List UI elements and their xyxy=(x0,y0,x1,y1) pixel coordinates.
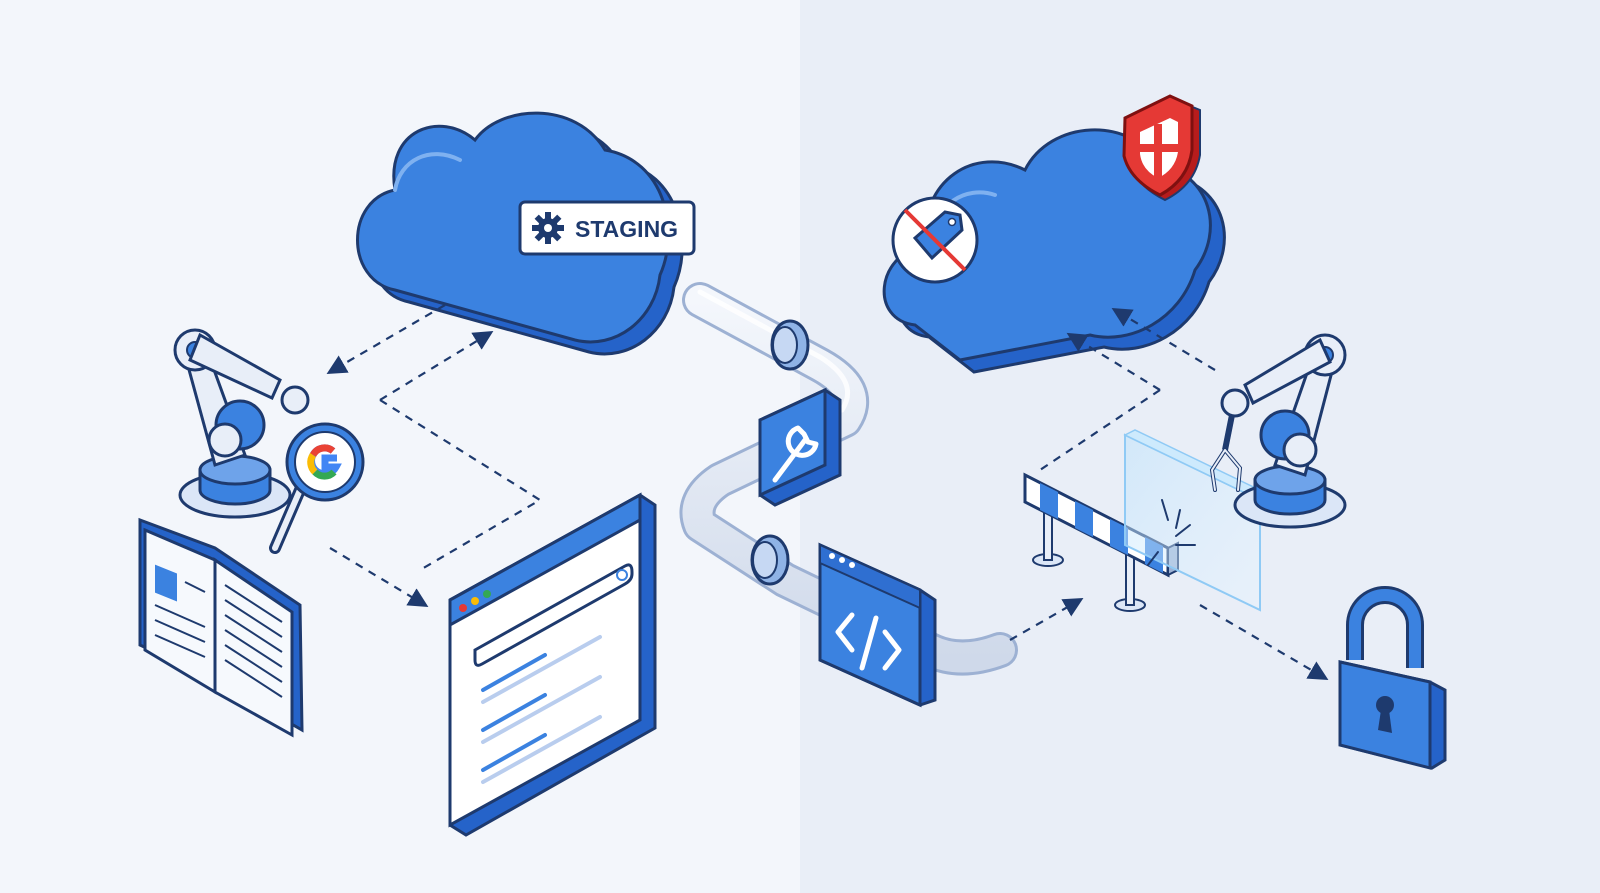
wrench-icon xyxy=(758,387,842,507)
left-panel-background xyxy=(0,0,800,893)
arrow-to-padlock xyxy=(1199,604,1329,680)
no-tag-icon xyxy=(891,196,979,284)
pipeline-icon xyxy=(679,282,1018,676)
pipe-coupler xyxy=(750,534,790,586)
staging-tag: STAGING xyxy=(518,200,696,256)
pipe-coupler xyxy=(770,319,810,371)
arrow-loop-right xyxy=(1039,389,1161,471)
gear-icon xyxy=(532,212,564,244)
staging-tag-label: STAGING xyxy=(575,216,678,242)
arrow-robot-to-cloud xyxy=(1111,307,1216,371)
code-window-icon xyxy=(818,542,937,708)
arrow-book-to-browser xyxy=(329,547,429,608)
robot-arm-icon xyxy=(1209,333,1347,529)
robot-arm-icon xyxy=(173,328,310,519)
google-magnifier-icon xyxy=(269,422,365,554)
security-shield-icon xyxy=(1122,94,1201,202)
arrow-to-cloud-2 xyxy=(1066,332,1161,391)
open-book-icon xyxy=(138,517,304,738)
arrow-cloud-to-robot xyxy=(326,304,446,374)
padlock-icon xyxy=(1338,586,1447,770)
arrow-loop xyxy=(379,399,543,571)
arrow-to-cloud xyxy=(379,330,494,401)
arrow-pipe-to-barrier xyxy=(1009,598,1084,641)
browser-search-results-icon xyxy=(448,492,657,837)
